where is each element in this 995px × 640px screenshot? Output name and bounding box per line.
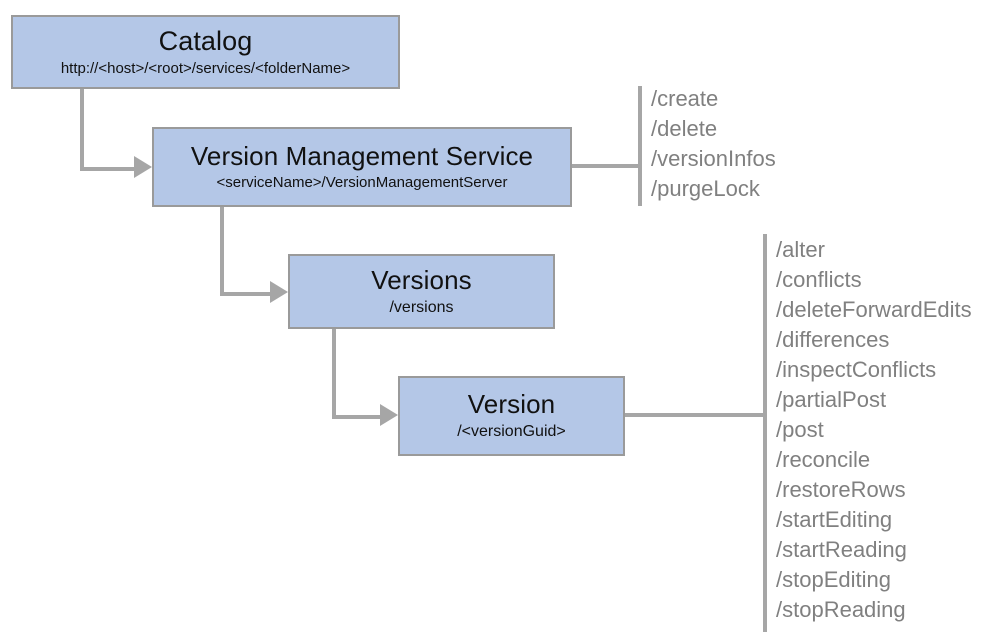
connector-service-to-operations: [572, 164, 642, 168]
version-operation-9[interactable]: /startEditing: [776, 507, 893, 532]
connector-service-to-versions-vertical: [220, 206, 224, 296]
version-operation-11[interactable]: /stopEditing: [776, 567, 891, 592]
version-operation-1[interactable]: /conflicts: [776, 267, 862, 292]
node-version-title: Version: [467, 389, 556, 420]
connector-catalog-to-service-vertical: [80, 88, 84, 171]
operations-bracket-version: [763, 234, 767, 632]
node-version-management-service[interactable]: Version Management Service <serviceName>…: [152, 127, 572, 207]
arrowhead-versions-to-version: [380, 404, 398, 426]
version-operation-8[interactable]: /restoreRows: [776, 477, 906, 502]
version-operation-5[interactable]: /partialPost: [776, 387, 887, 412]
node-versions-title: Versions: [371, 264, 472, 295]
node-version[interactable]: Version /<versionGuid>: [398, 376, 625, 456]
operations-bracket-service: [638, 86, 642, 206]
service-operation-1[interactable]: /delete: [651, 116, 718, 141]
connector-catalog-to-service-horizontal: [80, 167, 136, 171]
node-versions[interactable]: Versions /versions: [288, 254, 555, 329]
node-catalog-subtitle: http://<host>/<root>/services/<folderNam…: [60, 59, 351, 77]
arrowhead-catalog-to-service: [134, 156, 152, 178]
service-operation-2[interactable]: /versionInfos: [651, 146, 776, 171]
connector-version-to-operations: [625, 413, 767, 417]
version-operation-0[interactable]: /alter: [776, 237, 825, 262]
node-version-management-service-subtitle: <serviceName>/VersionManagementServer: [216, 174, 508, 192]
arrowhead-service-to-versions: [270, 281, 288, 303]
node-versions-subtitle: /versions: [389, 298, 454, 316]
version-operations-list: /alter/conflicts/deleteForwardEdits/diff…: [776, 235, 972, 625]
service-operation-3[interactable]: /purgeLock: [651, 176, 760, 201]
connector-versions-to-version-vertical: [332, 328, 336, 419]
node-catalog-title: Catalog: [158, 26, 253, 57]
version-operation-12[interactable]: /stopReading: [776, 597, 906, 622]
node-version-management-service-title: Version Management Service: [190, 140, 534, 171]
connector-versions-to-version-horizontal: [332, 415, 382, 419]
node-catalog[interactable]: Catalog http://<host>/<root>/services/<f…: [11, 15, 400, 89]
version-operation-2[interactable]: /deleteForwardEdits: [776, 297, 972, 322]
node-version-subtitle: /<versionGuid>: [457, 423, 566, 441]
service-operations-list: /create/delete/versionInfos/purgeLock: [651, 84, 776, 204]
version-operation-4[interactable]: /inspectConflicts: [776, 357, 937, 382]
version-operation-3[interactable]: /differences: [776, 327, 890, 352]
version-operation-10[interactable]: /startReading: [776, 537, 907, 562]
connector-service-to-versions-horizontal: [220, 292, 272, 296]
service-operation-0[interactable]: /create: [651, 86, 719, 111]
version-operation-7[interactable]: /reconcile: [776, 447, 871, 472]
version-operation-6[interactable]: /post: [776, 417, 824, 442]
